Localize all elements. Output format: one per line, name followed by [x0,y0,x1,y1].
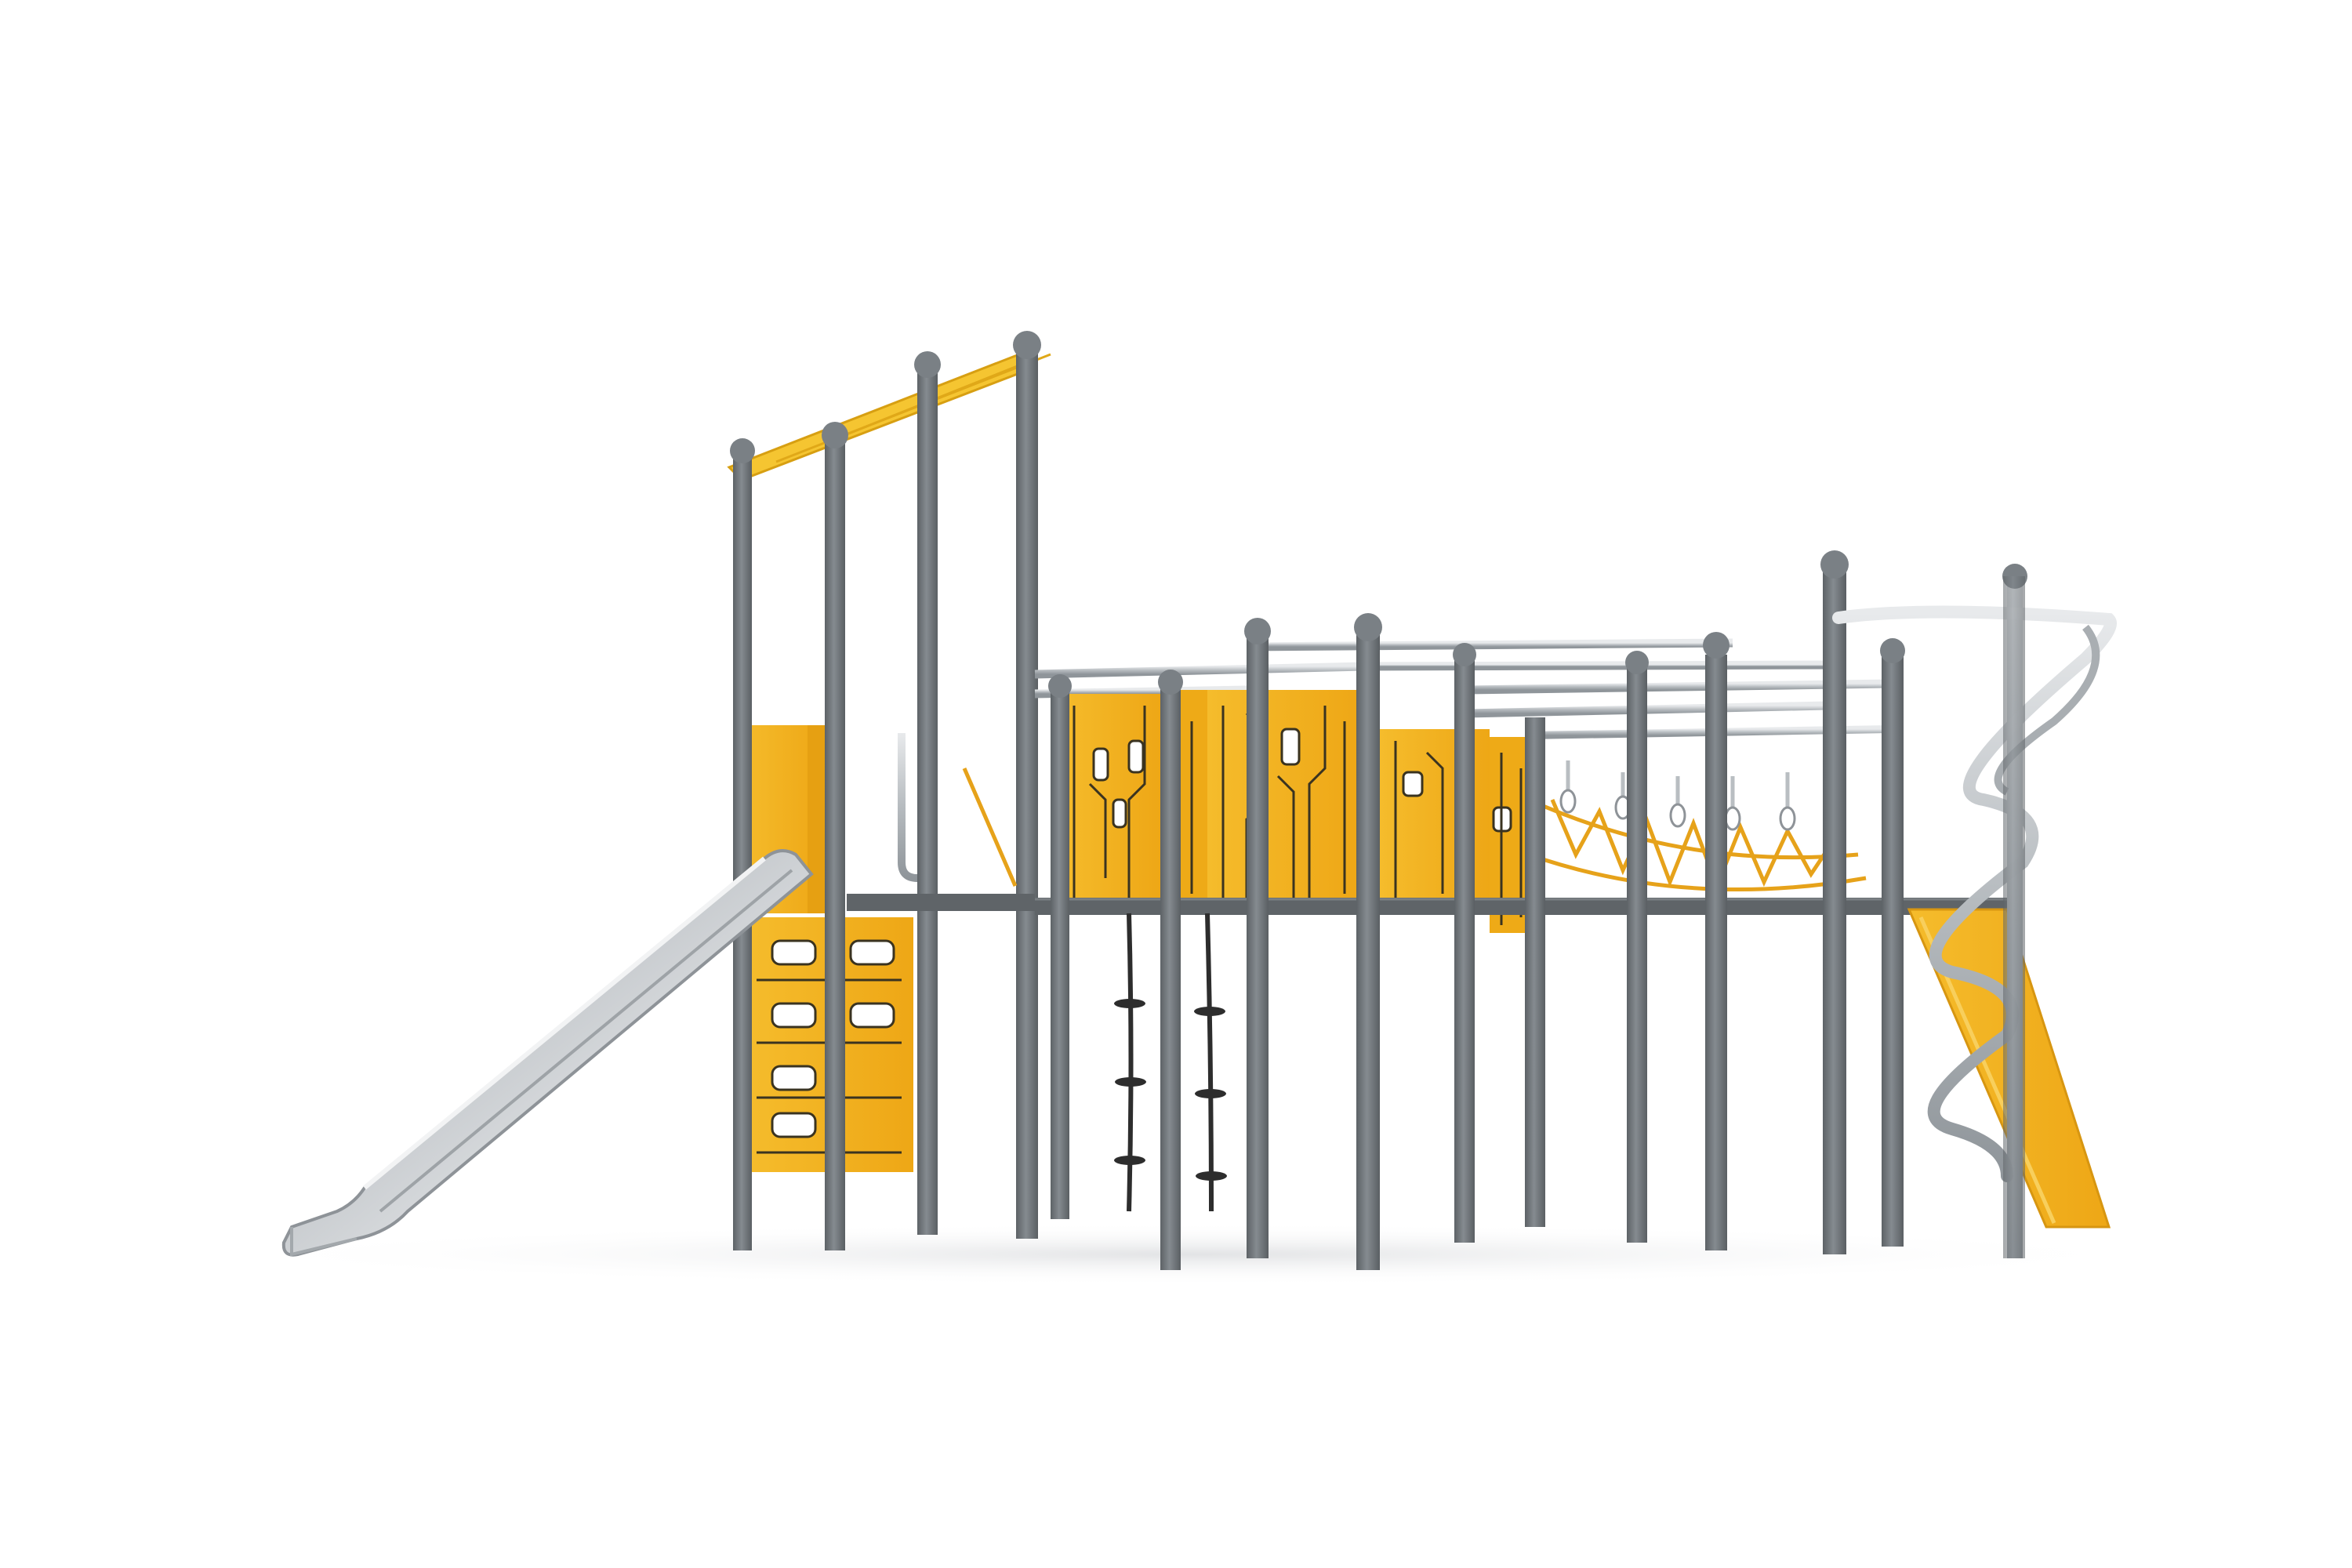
middle-ladder-rungs [1269,985,1823,1168]
rope-net-bridge [962,768,1867,892]
tower-deck [847,894,1035,911]
middle-posts [1051,564,1904,1270]
roof-stripes [775,353,1051,463]
roof-panel [727,353,1034,481]
right-post [2003,576,2025,1258]
climbing-wall-center [1207,690,1360,913]
climbing-ropes [1127,913,1214,1212]
rope-knots [1114,999,1227,1181]
tower-ladder-rungs [938,988,1016,1160]
tower-posts [733,345,1038,1250]
climbing-wall-left [1058,690,1207,913]
right-section [1832,564,2117,1258]
stainless-slide [281,849,814,1257]
middle-section [962,550,2007,1270]
ground-shadow [212,1223,2172,1286]
bridge-deck [1035,898,2007,915]
post-caps [730,331,1041,463]
left-tower [727,331,1051,1250]
middle-post-caps [1048,550,1905,698]
tower-handrails [753,713,1019,882]
net-clips [1559,789,1796,831]
